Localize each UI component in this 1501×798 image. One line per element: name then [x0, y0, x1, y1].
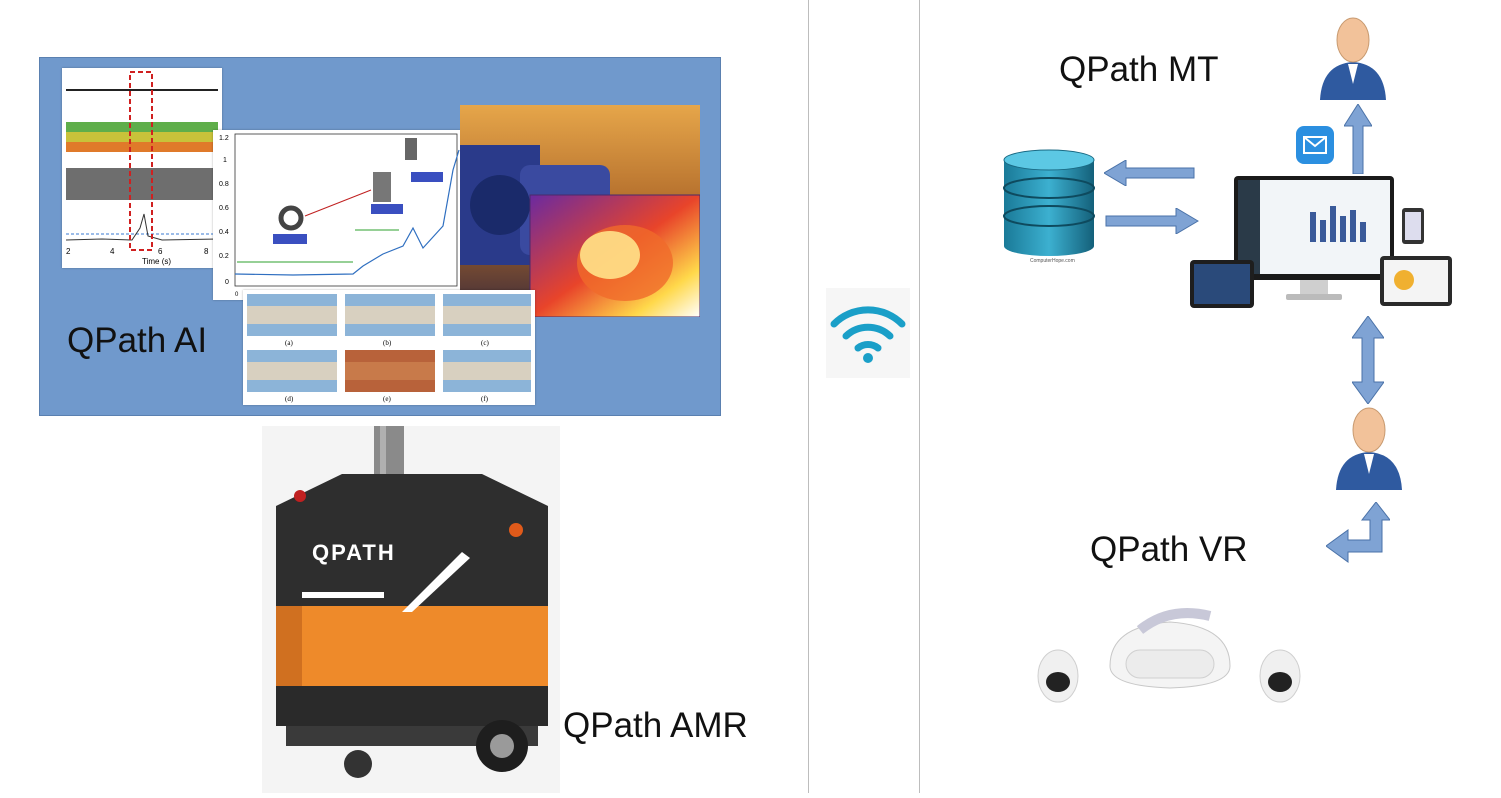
amr-robot-photo: QPATH: [262, 426, 560, 793]
spectrogram-figure: 2 4 6 8 Time (s): [62, 68, 222, 268]
monitor-dashboard-icon: [1190, 176, 1458, 310]
arrow-to-monitor: [1104, 207, 1200, 235]
trend-plot-figure: 1.2 1 0.8 0.6 0.4 0.2 0 0 100 200 300 40…: [213, 130, 461, 300]
divider-left: [808, 0, 809, 793]
ytick-6: 0.2: [219, 253, 229, 260]
label-qpath-vr: QPath VR: [1090, 530, 1248, 569]
wire-rope-figure: (a) (b) (c) (d) (e) (f): [243, 290, 535, 405]
arrow-bidirectional: [1351, 315, 1385, 405]
vr-headset-icon: [1030, 606, 1310, 712]
ytick-5: 0.4: [219, 229, 229, 236]
caption-c: (c): [481, 339, 489, 347]
caption-e: (e): [383, 395, 391, 403]
user-icon: [1334, 404, 1404, 492]
ytick-4: 0.6: [219, 205, 229, 212]
tick-4: 4: [110, 247, 115, 256]
ytick-2: 1: [223, 157, 227, 164]
caption-f: (f): [481, 395, 489, 403]
caption-b: (b): [383, 339, 392, 347]
label-qpath-amr: QPath AMR: [563, 706, 748, 745]
user-icon: [1318, 14, 1388, 102]
caption-a: (a): [285, 339, 293, 347]
xtick-0: 0: [235, 292, 239, 298]
spectrogram-graphic: 2 4 6 8 Time (s): [65, 71, 219, 266]
industrial-motor-photo: [460, 105, 700, 317]
trend-plot-graphic: 1.2 1 0.8 0.6 0.4 0.2 0 0 100 200 300 40…: [219, 133, 460, 298]
robot-brand-text: QPATH: [312, 540, 396, 565]
arrow-to-database: [1103, 159, 1196, 187]
tick-6: 6: [158, 247, 163, 256]
ytick-1: 1.2: [219, 135, 229, 142]
divider-right: [919, 0, 920, 793]
arrow-bent: [1325, 501, 1392, 564]
database-icon: ComputerHope.com: [1000, 148, 1100, 264]
db-caption: ComputerHope.com: [1030, 258, 1075, 264]
email-icon: [1296, 126, 1334, 164]
ytick-3: 0.8: [219, 181, 229, 188]
tick-2: 2: [66, 247, 71, 256]
tick-8: 8: [204, 247, 209, 256]
caption-d: (d): [285, 395, 294, 403]
wifi-icon: [826, 288, 910, 378]
spectrogram-xlabel: Time (s): [142, 257, 171, 266]
label-qpath-ai: QPath AI: [67, 321, 208, 360]
ytick-7: 0: [225, 279, 229, 286]
arrow-up: [1343, 103, 1373, 175]
label-qpath-mt: QPath MT: [1059, 50, 1219, 89]
